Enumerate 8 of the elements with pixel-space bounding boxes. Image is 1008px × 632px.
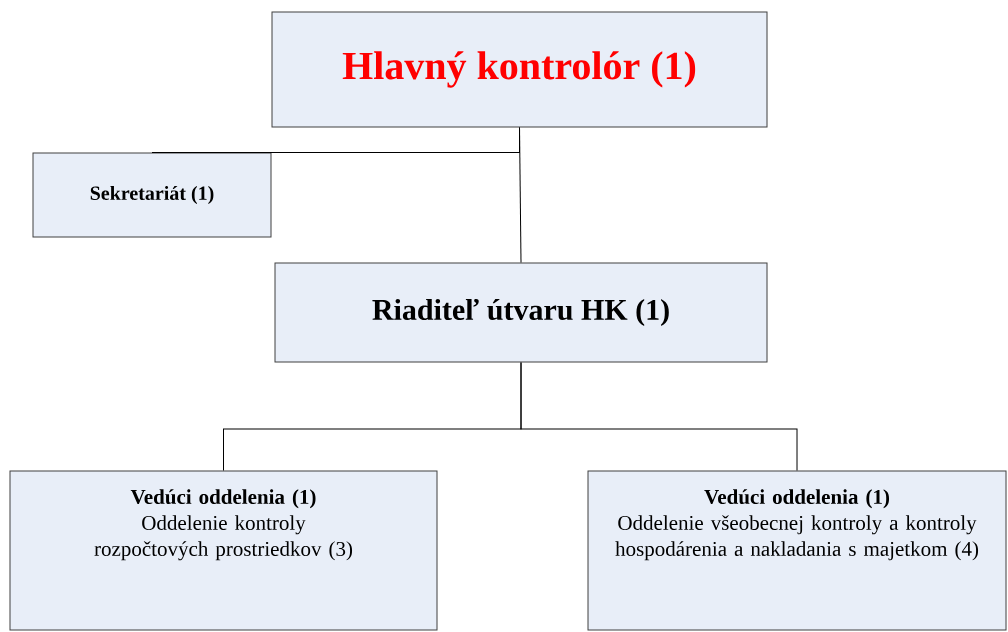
secretariat-box: Sekretariát (1) xyxy=(32,152,272,238)
department-box: Vedúci oddelenia (1) Oddelenie všeobecnej kontroly a kontroly hospodárenia a nakladania s majetkom (4) xyxy=(587,470,1007,631)
title-box: Hlavný kontrolór (1) xyxy=(271,11,768,128)
connector-line xyxy=(520,362,798,471)
connector-line xyxy=(151,127,520,153)
connector-line xyxy=(519,127,522,263)
director-box: Riaditeľ útvaru HK (1) xyxy=(274,262,768,363)
department-box: Vedúci oddelenia (1) Oddelenie kontroly rozpočtových prostriedkov (3) xyxy=(9,470,438,631)
